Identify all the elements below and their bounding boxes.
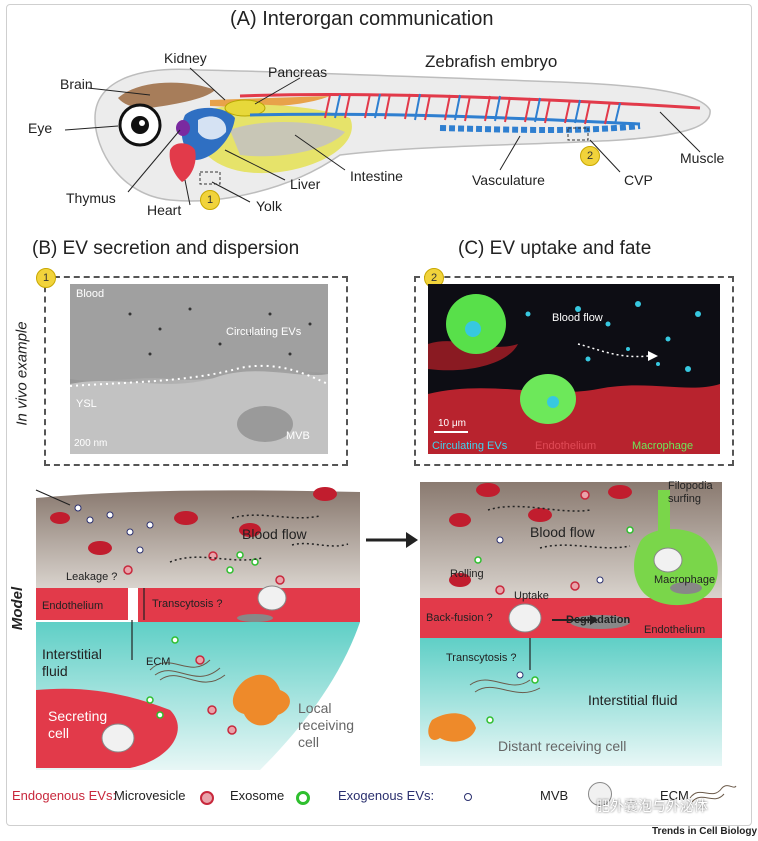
panel-c-title: (C) EV uptake and fate	[458, 238, 652, 259]
marker-1-box: 1	[36, 268, 56, 288]
model-c-filopodia: Filopodia surfing	[668, 480, 713, 505]
legend-exogenous: Exogenous EVs:	[338, 788, 435, 803]
label-pancreas: Pancreas	[268, 64, 328, 80]
model-c-rolling: Rolling	[450, 568, 484, 580]
legend-endogenous: Endogenous EVs:	[12, 788, 117, 803]
label-liver: Liver	[290, 176, 321, 192]
em-micrograph	[70, 284, 328, 454]
fluor-channel-evs: Circulating EVs	[432, 440, 508, 452]
label-vasculature: Vasculature	[472, 172, 545, 188]
model-c-distant-cell: Distant receiving cell	[498, 738, 627, 754]
model-c-degradation: Degradation	[566, 614, 631, 626]
label-brain: Brain	[60, 76, 93, 92]
legend-mvb-swatch	[588, 782, 612, 806]
side-label-in-vivo: In vivo example	[13, 321, 31, 426]
label-eye: Eye	[28, 120, 53, 136]
model-b-blood-flow: Blood flow	[242, 526, 307, 542]
watermark-text: 肥外囊泡与外泌体	[596, 798, 708, 814]
model-b-secreting-cell: Secreting cell	[48, 708, 108, 741]
footer-journal: Trends in Cell Biology	[652, 826, 758, 837]
fluor-label-blood-flow: Blood flow	[552, 312, 603, 324]
model-b-ecm: ECM	[146, 656, 171, 668]
label-cvp: CVP	[624, 172, 653, 188]
em-label-circulating: Circulating EVs	[226, 326, 302, 338]
panel-a-title: (A) Interorgan communication	[230, 8, 494, 30]
em-example-box	[44, 276, 348, 466]
model-c-uptake: Uptake	[514, 590, 549, 602]
em-scale-bar: 200 nm	[74, 438, 108, 449]
label-yolk: Yolk	[256, 198, 282, 214]
legend-ecm: ECM	[660, 788, 689, 803]
label-muscle: Muscle	[680, 150, 725, 166]
model-c-transcytosis: Transcytosis ?	[446, 652, 517, 664]
model-c-macrophage: Macrophage	[654, 574, 716, 586]
legend-microvesicle-swatch	[200, 791, 214, 805]
fluor-scale-bar: 10 μm	[438, 418, 466, 429]
zebrafish-subtitle: Zebrafish embryo	[425, 52, 558, 71]
legend-exosome-swatch	[296, 791, 310, 805]
fluor-example-box	[414, 276, 734, 466]
model-c-blood-flow: Blood flow	[530, 524, 595, 540]
legend-exogenous-swatch	[464, 793, 472, 801]
model-illustration	[35, 482, 722, 770]
model-c-backfusion: Back-fusion ?	[426, 612, 493, 624]
em-label-blood: Blood	[76, 288, 105, 300]
model-b-local-cell: Local receiving cell	[298, 700, 355, 750]
model-b-transcytosis: Transcytosis ?	[152, 598, 223, 610]
marker-2: 2	[580, 146, 600, 166]
legend-ecm-swatch	[689, 785, 737, 803]
model-b-endothelium: Endothelium	[42, 600, 104, 612]
model-b-leakage: Leakage ?	[66, 571, 118, 583]
fluor-channel-macrophage: Macrophage	[632, 440, 694, 452]
model-c-interstitial: Interstitial fluid	[588, 692, 678, 708]
legend-mvb: MVB	[540, 788, 569, 803]
legend-exosome: Exosome	[230, 788, 285, 803]
em-label-ysl: YSL	[76, 398, 97, 410]
legend-microvesicle: Microvesicle	[114, 788, 186, 803]
fluorescence-image	[428, 284, 720, 454]
label-intestine: Intestine	[350, 168, 403, 184]
model-b-interstitial: Interstitial fluid	[42, 646, 102, 679]
label-thymus: Thymus	[66, 190, 116, 206]
em-label-mvb: MVB	[286, 430, 310, 442]
zebrafish-embryo-illustration	[64, 67, 711, 206]
panel-b-title: (B) EV secretion and dispersion	[32, 238, 300, 259]
label-kidney: Kidney	[164, 50, 207, 66]
marker-1: 1	[200, 190, 220, 210]
label-heart: Heart	[147, 202, 182, 218]
model-c-endothelium: Endothelium	[644, 624, 706, 636]
fluor-channel-endothelium: Endothelium	[535, 440, 597, 452]
